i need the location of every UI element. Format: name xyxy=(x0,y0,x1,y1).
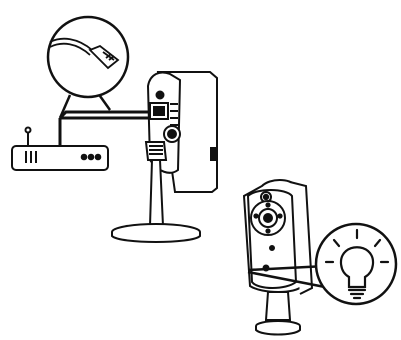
camera-reset-hole xyxy=(155,90,165,100)
bulb-callout-pointer-bottom xyxy=(247,270,331,290)
bulb-callout-pointer-top xyxy=(247,264,327,272)
camera-front-view xyxy=(242,179,314,336)
camera-front-stand-pole xyxy=(264,291,292,321)
callout-pointer-left xyxy=(58,94,72,119)
ethernet-callout-circle xyxy=(46,15,130,99)
camera-side-button xyxy=(210,147,216,161)
lightbulb-icon xyxy=(324,228,390,300)
ethernet-callout xyxy=(46,15,130,119)
camera-stand-pole xyxy=(148,159,165,227)
router-icon xyxy=(11,126,109,171)
cable-top xyxy=(58,110,152,120)
ethernet-plug-icon xyxy=(49,37,120,70)
callout-pointer-right xyxy=(98,95,112,111)
camera-microphone xyxy=(269,245,275,251)
network-cables xyxy=(58,110,152,145)
camera-rear-view xyxy=(111,71,218,243)
